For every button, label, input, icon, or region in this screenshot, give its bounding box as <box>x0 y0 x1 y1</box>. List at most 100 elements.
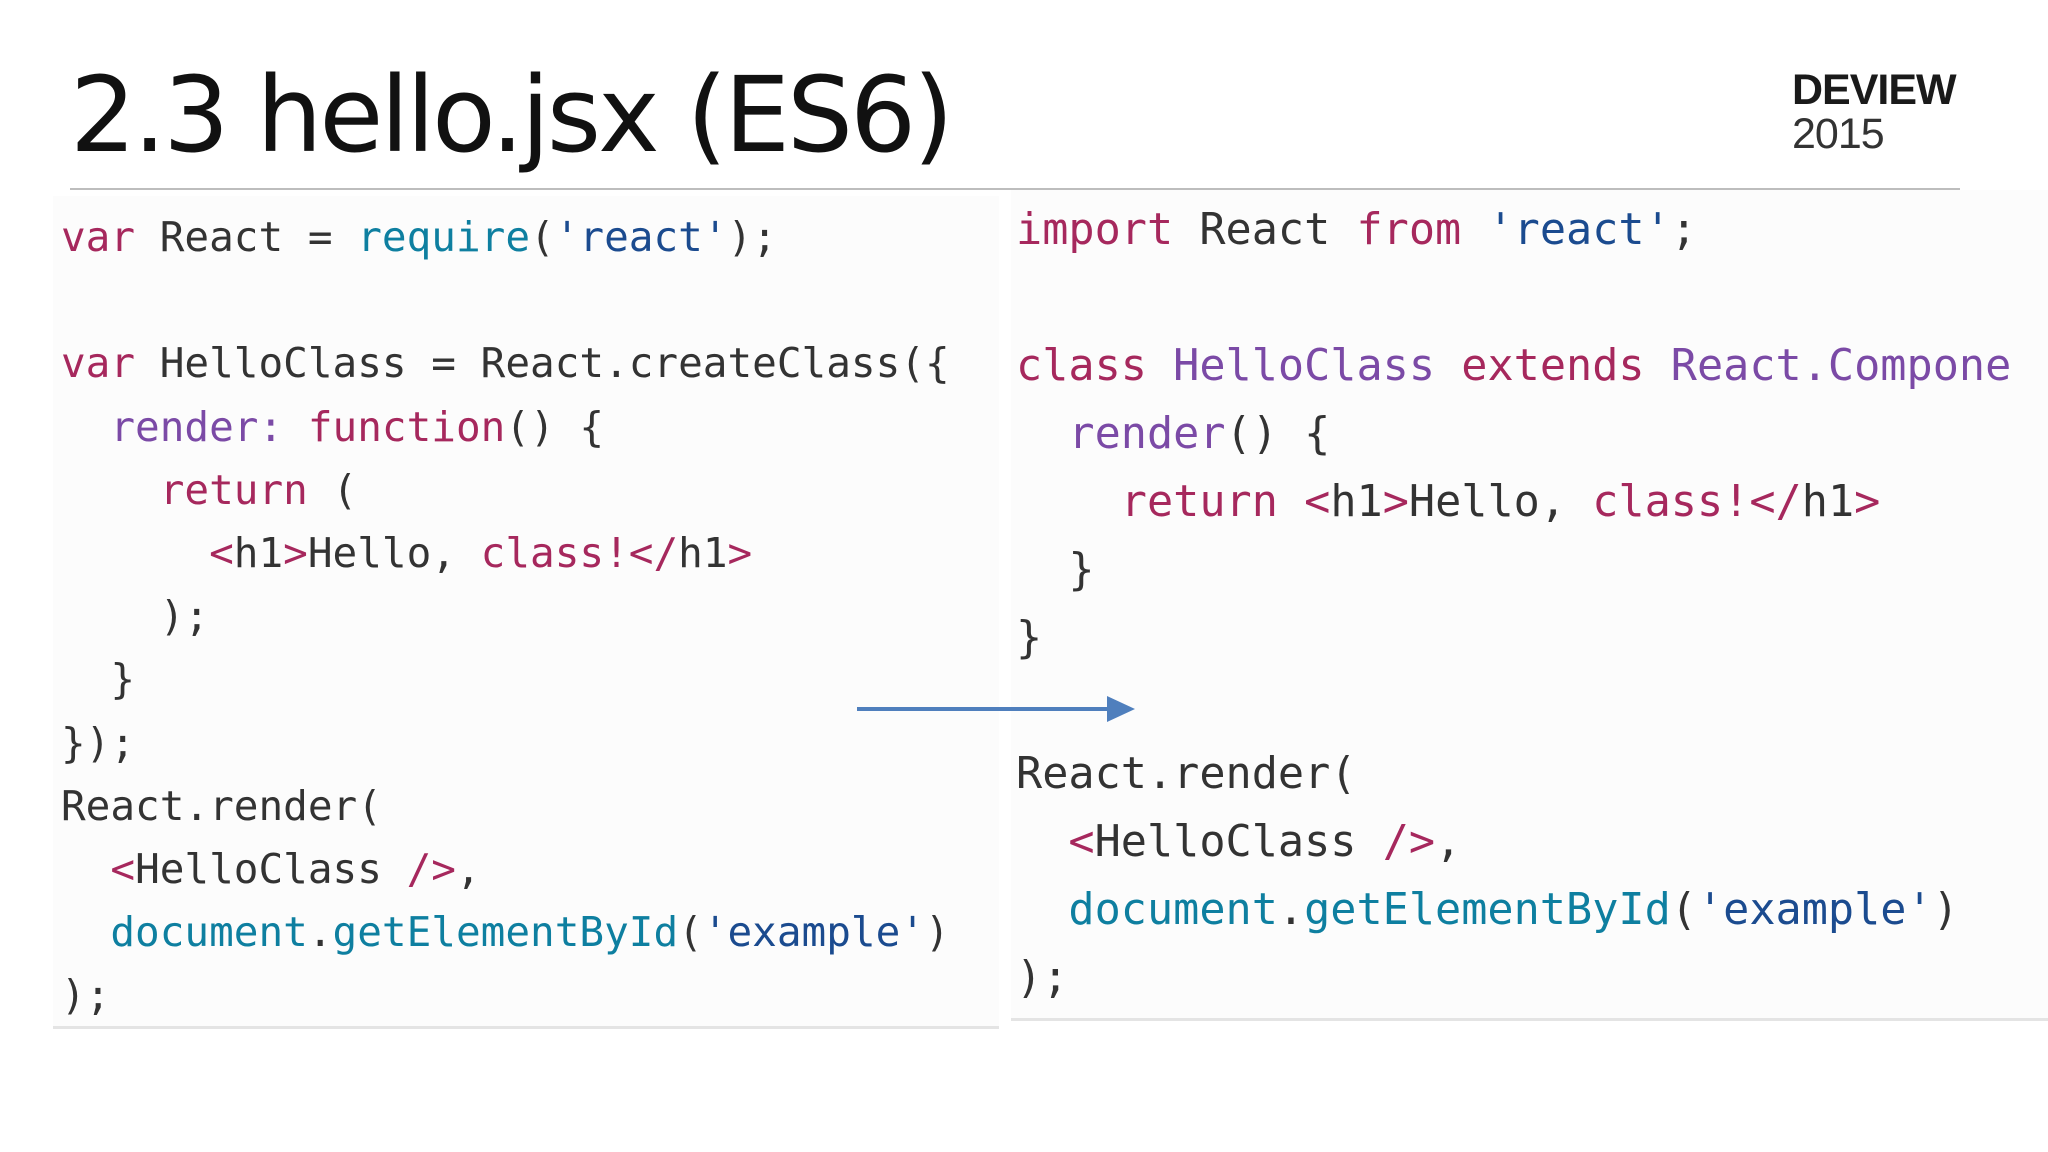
code-line: React.render( <box>1016 749 1356 799</box>
code-token: ); <box>61 971 111 1020</box>
code-line: } <box>1016 545 1094 595</box>
code-token: getElementById <box>1304 885 1671 935</box>
code-token: getElementById <box>332 908 679 957</box>
deview-logo: DEVIEW 2015 <box>1792 66 1962 158</box>
code-token: > <box>283 529 308 578</box>
code-token: ); <box>61 592 210 641</box>
code-token: < <box>1068 817 1095 867</box>
logo-year: 2015 <box>1792 110 1885 158</box>
code-token <box>1016 477 1121 527</box>
code-line: render() { <box>1016 409 1330 459</box>
code-block-es5: var React = require('react'); var HelloC… <box>61 206 950 1026</box>
code-token: ); <box>727 213 777 261</box>
code-token: h1 <box>233 529 284 578</box>
slide-title: 2.3 hello.jsx (ES6) <box>70 54 954 176</box>
code-token: React <box>1173 205 1357 255</box>
code-token: 'example' <box>702 908 925 957</box>
code-block-es6: import React from 'react'; class HelloCl… <box>1016 196 2011 1012</box>
code-token: 'example' <box>1696 885 1933 935</box>
code-token: from <box>1356 205 1462 255</box>
code-token: () { <box>1225 409 1331 459</box>
code-token: HelloClass <box>1173 341 1436 391</box>
code-line: ); <box>61 971 110 1019</box>
code-token: React.render( <box>61 781 382 830</box>
code-token <box>1016 817 1068 867</box>
code-token: > <box>1854 477 1881 527</box>
code-token <box>283 403 308 451</box>
code-token: < <box>110 845 136 894</box>
code-token: ); <box>1016 953 1069 1003</box>
code-token: , <box>1435 817 1462 867</box>
code-token: , <box>455 845 481 894</box>
code-token: var <box>61 339 136 388</box>
code-token: h1 <box>1330 477 1383 527</box>
code-token: < <box>209 529 234 578</box>
code-line: document.getElementById('example') <box>61 908 950 957</box>
code-line: var HelloClass = React.createClass({ <box>61 339 950 387</box>
code-token: /> <box>406 845 456 894</box>
code-token: < <box>1304 477 1331 527</box>
code-token: h1 <box>678 529 728 578</box>
code-token: ( <box>1670 885 1697 935</box>
code-token: return <box>159 465 308 514</box>
code-token <box>61 845 110 893</box>
code-token: HelloClass <box>135 845 407 894</box>
code-token: ; <box>1670 205 1697 255</box>
code-line: return <h1>Hello, class!</h1> <box>1016 477 1881 527</box>
code-line: }); <box>61 719 135 767</box>
code-token: var <box>61 213 136 261</box>
code-token: extends <box>1461 341 1645 391</box>
code-token: class!</ <box>480 529 679 578</box>
code-token: class <box>1016 341 1147 391</box>
code-token: }); <box>61 718 136 767</box>
code-line: document.getElementById('example') <box>1016 885 1959 935</box>
code-token: require <box>357 213 531 261</box>
code-token: ) <box>1932 885 1959 935</box>
code-token: 'react' <box>554 213 728 261</box>
code-token: class!</ <box>1592 477 1802 527</box>
code-token: 'react' <box>1487 205 1671 255</box>
code-token: ( <box>530 213 555 261</box>
code-token: h1 <box>1801 477 1855 527</box>
code-token: Hello, <box>1408 477 1593 527</box>
code-line: var React = require('react'); <box>61 213 777 261</box>
code-token <box>1278 477 1304 527</box>
code-line: <HelloClass />, <box>1016 817 1461 867</box>
code-token <box>61 908 110 956</box>
code-line: class HelloClass extends React.Compone <box>1016 341 2011 391</box>
code-token: > <box>1382 477 1409 527</box>
code-token: () { <box>505 402 605 451</box>
code-token <box>1645 341 1671 391</box>
code-token: ( <box>678 908 703 957</box>
code-panel-es5: var React = require('react'); var HelloC… <box>53 196 999 1029</box>
right-arrow-icon <box>857 696 1135 722</box>
code-line: <h1>Hello, class!</h1> <box>61 529 752 577</box>
code-token: . <box>307 908 333 957</box>
code-token <box>1435 341 1461 391</box>
code-line: ); <box>1016 953 1068 1003</box>
code-token: Hello, <box>307 529 481 578</box>
code-token: ) <box>924 908 950 957</box>
code-token: return <box>1120 477 1278 527</box>
code-line: <HelloClass />, <box>61 845 481 894</box>
code-token <box>61 403 110 451</box>
code-line: render: function() { <box>61 403 604 451</box>
logo-name: DEVIEW <box>1792 66 1957 114</box>
code-token: render <box>1068 409 1226 459</box>
code-line: return ( <box>61 466 357 514</box>
title-divider <box>70 188 1960 190</box>
code-token: React.render( <box>1016 749 1357 799</box>
code-token: ( <box>307 465 358 514</box>
code-token: render: <box>110 402 284 451</box>
code-token <box>1147 341 1173 391</box>
code-token: document <box>110 908 308 957</box>
code-token: > <box>727 529 753 578</box>
code-token: /> <box>1382 817 1436 867</box>
code-token: React = <box>135 213 358 261</box>
code-token: document <box>1068 885 1278 935</box>
code-panel-es6: import React from 'react'; class HelloCl… <box>1011 190 2048 1021</box>
code-token: } <box>1016 613 1043 663</box>
code-token: . <box>1277 885 1305 935</box>
code-token <box>1016 409 1068 459</box>
code-line: import React from 'react'; <box>1016 205 1697 255</box>
